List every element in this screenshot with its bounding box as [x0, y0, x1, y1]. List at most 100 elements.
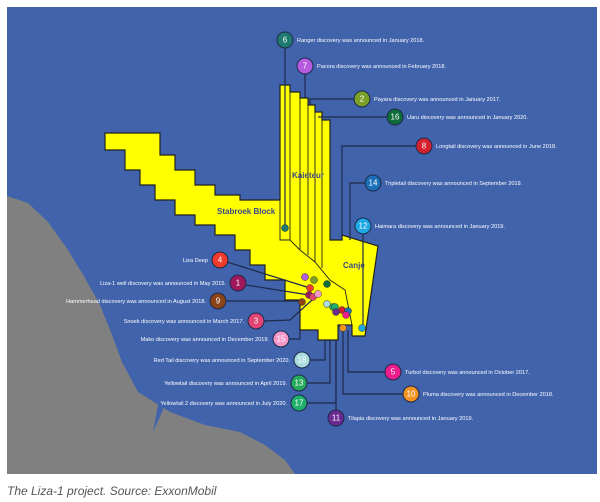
marker-number: 3 — [254, 317, 259, 326]
marker-badge — [296, 57, 314, 75]
discovery-marker[interactable]: 3 Snoek discovery was announced in March … — [124, 312, 265, 330]
discovery-label: Snoek discovery was announced in March 2… — [124, 319, 245, 325]
discovery-marker[interactable]: 4 Liza Deep — [183, 251, 229, 269]
discovery-marker[interactable]: 13 Yellowtail discovery was announced in … — [164, 374, 308, 392]
land-coast — [7, 196, 295, 474]
discovery-label: Red Tail discovery was announced in Sept… — [154, 358, 291, 364]
discovery-label: Liza Deep — [183, 258, 208, 264]
kaieteur-label: Kaieteur — [292, 171, 324, 180]
discovery-marker[interactable]: 2 Payara discovery was announced in Janua… — [353, 90, 501, 108]
discovery-map: Stabroek Block Kaieteur Canje 6 Ranger di… — [7, 7, 597, 474]
marker-badge — [293, 351, 311, 369]
leader-line — [310, 340, 326, 361]
well-dot[interactable] — [323, 280, 331, 288]
discovery-marker[interactable]: 16 Uaru discovery was announced in Januar… — [386, 108, 528, 126]
discovery-label: Ranger discovery was announced in Januar… — [297, 38, 425, 44]
marker-number: 15 — [277, 335, 286, 344]
discovery-label: Longtail discovery was announced in June… — [436, 144, 557, 150]
leader-line — [341, 145, 416, 240]
discovery-label: Mako discovery was announced in December… — [141, 337, 270, 343]
leader-line — [342, 330, 403, 395]
well-dot[interactable] — [332, 308, 340, 316]
leader-line — [263, 299, 313, 322]
well-dot[interactable] — [301, 273, 309, 281]
marker-badge — [353, 90, 371, 108]
canje-label: Canje — [343, 261, 365, 270]
river — [153, 370, 172, 432]
discovery-label: Hammerhead discovery was announced in Au… — [66, 299, 206, 305]
leader-line — [347, 330, 385, 373]
discovery-marker[interactable]: 6 Ranger discovery was announced in Janua… — [276, 31, 425, 49]
well-dot[interactable] — [323, 300, 331, 308]
marker-badge — [384, 363, 402, 381]
marker-number: 6 — [283, 36, 288, 45]
marker-badge — [402, 385, 420, 403]
stabroek-block-label: Stabroek Block — [217, 207, 276, 216]
marker-badge — [327, 409, 345, 427]
marker-badge — [209, 292, 227, 310]
marker-number: 16 — [391, 113, 400, 122]
marker-number: 1 — [236, 279, 241, 288]
marker-badge — [211, 251, 229, 269]
discovery-label: Yellowtail 2 discovery was announced in … — [160, 401, 287, 407]
leader-lines — [226, 48, 416, 410]
discovery-label: Uaru discovery was announced in January … — [407, 115, 528, 121]
marker-number: 4 — [218, 256, 223, 265]
marker-badge — [354, 217, 372, 235]
well-dot[interactable] — [281, 224, 289, 232]
marker-badge — [386, 108, 404, 126]
leader-line — [349, 182, 365, 240]
discovery-label: Yellowtail discovery was announced in Ap… — [164, 381, 287, 387]
marker-number: 11 — [332, 414, 341, 423]
discovery-marker[interactable]: 10 Pluma discovery was announced in Decem… — [402, 385, 554, 403]
discovery-marker[interactable]: 9 Hammerhead discovery was announced in A… — [66, 292, 227, 310]
discovery-marker[interactable]: 15 Mako discovery was announced in Decemb… — [141, 330, 290, 348]
discovery-label: Tripletail discovery was announced in Se… — [385, 181, 523, 187]
discovery-marker[interactable]: 14 Tripletail discovery was announced in … — [364, 174, 523, 192]
marker-badge — [415, 137, 433, 155]
marker-number: 5 — [391, 368, 396, 377]
leader-line — [226, 261, 311, 289]
discovery-label: Liza-1 well discovery was announced in M… — [100, 281, 226, 287]
marker-number: 9 — [216, 297, 221, 306]
marker-number: 14 — [369, 179, 378, 188]
discovery-marker[interactable]: 11 Tilapia discovery was announced in Jan… — [327, 409, 474, 427]
well-dot[interactable] — [342, 311, 350, 319]
marker-badge — [229, 274, 247, 292]
discovery-marker[interactable]: 8 Longtail discovery was announced in Jun… — [415, 137, 557, 155]
discovery-label: Payara discovery was announced in Januar… — [374, 97, 501, 103]
discovery-marker[interactable]: 1 Liza-1 well discovery was announced in … — [100, 274, 247, 292]
leader-line — [307, 340, 331, 384]
discovery-label: Pacora discovery was announced in Februa… — [317, 64, 446, 70]
marker-badge — [272, 330, 290, 348]
well-dot[interactable] — [298, 298, 306, 306]
marker-badge — [364, 174, 382, 192]
discovery-label: Pluma discovery was announced in Decembe… — [423, 392, 554, 398]
leader-line — [289, 330, 301, 340]
block-borders — [279, 92, 353, 326]
well-dot[interactable] — [310, 276, 318, 284]
marker-badge — [247, 312, 265, 330]
marker-number: 2 — [360, 95, 365, 104]
leader-line — [309, 98, 354, 105]
marker-number: 10 — [407, 390, 416, 399]
marker-number: 17 — [295, 399, 304, 408]
marker-number: 13 — [295, 379, 304, 388]
discovery-marker[interactable]: 17 Yellowtail 2 discovery was announced i… — [160, 394, 308, 412]
discovery-label: Tilapia discovery was announced in Janua… — [348, 416, 474, 422]
marker-badge — [276, 31, 294, 49]
discovery-markers: 6 Ranger discovery was announced in Janua… — [66, 31, 557, 427]
leader-line — [245, 284, 310, 296]
well-dot[interactable] — [306, 284, 314, 292]
well-dot[interactable] — [339, 324, 347, 332]
marker-badge — [290, 374, 308, 392]
marker-number: 8 — [422, 142, 427, 151]
marker-badge — [290, 394, 308, 412]
marker-number: 7 — [303, 62, 308, 71]
well-dot[interactable] — [358, 324, 366, 332]
discovery-marker[interactable]: 7 Pacora discovery was announced in Febru… — [296, 57, 446, 75]
well-dot[interactable] — [314, 290, 322, 298]
